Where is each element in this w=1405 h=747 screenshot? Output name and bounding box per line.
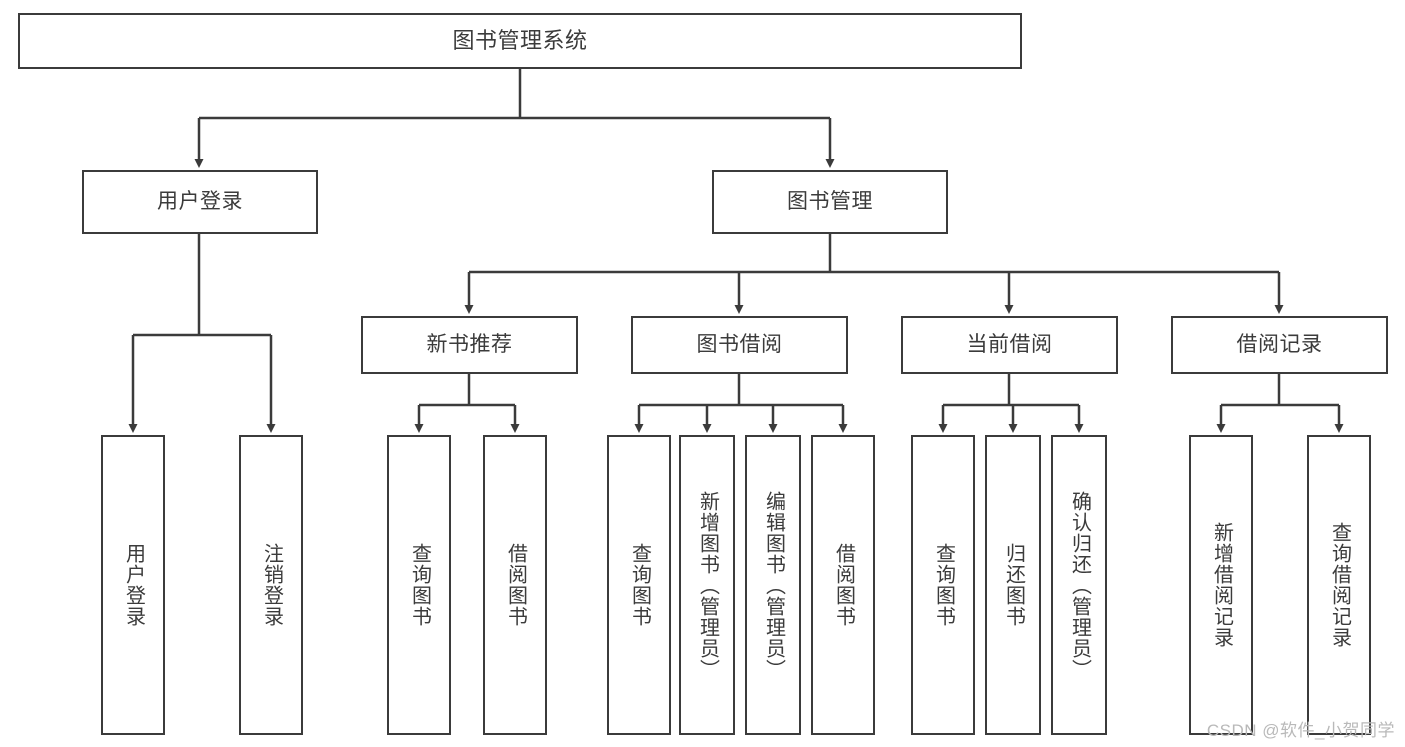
node-leaf-user-login[interactable]: 用户登录 <box>101 435 165 735</box>
node-label: 图书管理 <box>787 189 873 213</box>
node-label: 确认归还（管理员） <box>1068 490 1091 680</box>
node-label: 查询图书 <box>408 543 431 627</box>
node-label: 新书推荐 <box>426 332 513 356</box>
node-label: 查询图书 <box>932 543 955 627</box>
node-book-borrow[interactable]: 图书借阅 <box>631 316 848 374</box>
node-label: 用户登录 <box>122 543 145 627</box>
node-new-book-recommend[interactable]: 新书推荐 <box>361 316 578 374</box>
node-borrow-record[interactable]: 借阅记录 <box>1171 316 1388 374</box>
edge-currentborrow-to-leaves <box>938 374 1084 433</box>
edge-userlogin-to-leaves <box>128 234 276 433</box>
node-current-borrow[interactable]: 当前借阅 <box>901 316 1118 374</box>
node-leaf-record-query-borrow-record[interactable]: 查询借阅记录 <box>1307 435 1371 735</box>
edge-root-to-level2 <box>194 69 835 168</box>
node-label: 归还图书 <box>1002 543 1025 627</box>
edge-bookborrow-to-leaves <box>634 374 848 433</box>
edge-bookmanage-to-level3 <box>464 234 1284 314</box>
node-leaf-borrow-borrow-book[interactable]: 借阅图书 <box>811 435 875 735</box>
node-label: 用户登录 <box>157 189 243 213</box>
node-label: 借阅图书 <box>504 543 527 627</box>
node-label: 新增图书（管理员） <box>696 490 719 680</box>
node-leaf-borrow-add-book-admin[interactable]: 新增图书（管理员） <box>679 435 735 735</box>
edge-recommend-to-leaves <box>414 374 520 433</box>
node-user-login[interactable]: 用户登录 <box>82 170 318 234</box>
node-label: 图书管理系统 <box>452 28 588 54</box>
edge-borrowrecord-to-leaves <box>1216 374 1344 433</box>
node-leaf-borrow-query-book[interactable]: 查询图书 <box>607 435 671 735</box>
node-leaf-user-logout[interactable]: 注销登录 <box>239 435 303 735</box>
node-leaf-current-confirm-return-admin[interactable]: 确认归还（管理员） <box>1051 435 1107 735</box>
node-leaf-record-add-borrow-record[interactable]: 新增借阅记录 <box>1189 435 1253 735</box>
node-leaf-recommend-query-book[interactable]: 查询图书 <box>387 435 451 735</box>
node-label: 借阅图书 <box>832 543 855 627</box>
watermark-credit: CSDN @软件_小贺同学 <box>1206 721 1395 740</box>
node-label: 图书借阅 <box>696 332 783 356</box>
node-leaf-recommend-borrow-book[interactable]: 借阅图书 <box>483 435 547 735</box>
node-book-management[interactable]: 图书管理 <box>712 170 948 234</box>
node-root-book-management-system[interactable]: 图书管理系统 <box>18 13 1022 69</box>
node-label: 借阅记录 <box>1236 332 1323 356</box>
node-label: 新增借阅记录 <box>1210 522 1233 648</box>
node-leaf-borrow-edit-book-admin[interactable]: 编辑图书（管理员） <box>745 435 801 735</box>
node-label: 查询图书 <box>628 543 651 627</box>
node-label: 查询借阅记录 <box>1328 522 1351 648</box>
node-label: 编辑图书（管理员） <box>762 490 785 680</box>
node-label: 当前借阅 <box>966 332 1053 356</box>
node-label: 注销登录 <box>260 543 283 627</box>
node-leaf-current-query-book[interactable]: 查询图书 <box>911 435 975 735</box>
node-leaf-current-return-book[interactable]: 归还图书 <box>985 435 1041 735</box>
